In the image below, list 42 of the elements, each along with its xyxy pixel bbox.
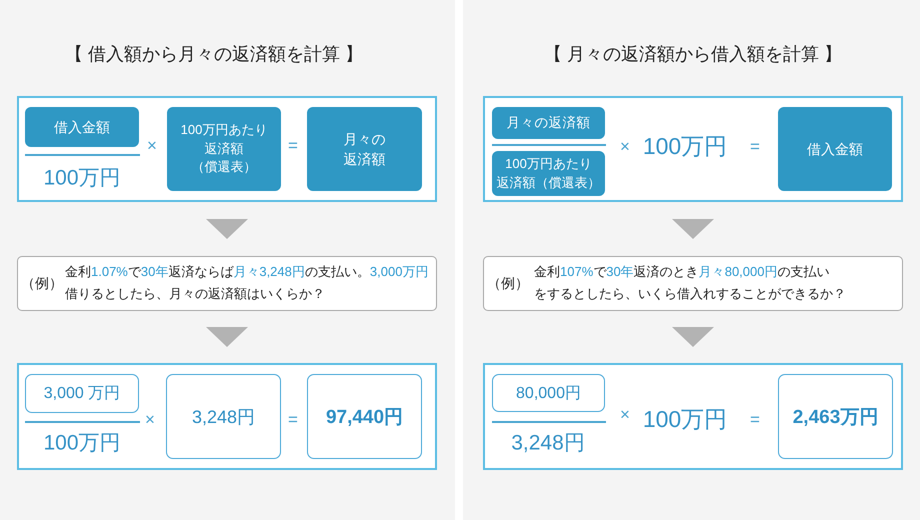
heading: 【 借入額から月々の返済額を計算 】 [65,44,363,66]
value-box: 80,000円 [492,374,605,412]
example-box [483,256,903,311]
amount-text: 100万円 [642,133,728,161]
amount-text: 3,248円 [511,430,585,456]
multiply-sign: × [145,410,155,430]
example-label: （例） [487,274,529,292]
equals-sign: = [750,136,760,158]
term-box: 借入金額 [25,107,139,147]
equals-sign: = [288,410,298,430]
example-box [17,256,437,311]
value-box: 2,463万円 [778,374,893,459]
term-box: 借入金額 [778,107,892,191]
down-arrow [672,219,714,239]
down-arrow [206,327,248,347]
multiply-sign: × [147,136,157,156]
equals-sign: = [288,136,298,156]
value-box: 3,000 万円 [25,374,139,413]
amount-text: 100万円 [43,430,121,456]
example-label: （例） [21,274,63,292]
down-arrow [206,219,248,239]
multiply-sign: × [620,404,630,426]
column-panel [0,0,455,520]
amount-text: 100万円 [43,165,121,191]
formula-panel [483,363,903,470]
amount-text: 100万円 [642,406,728,434]
term-box: 100万円あたり返済額（償還表） [167,107,281,191]
column-panel [463,0,920,520]
term-box: 100万円あたり返済額（償還表） [492,151,605,196]
down-arrow [672,327,714,347]
heading: 【 月々の返済額から借入額を計算 】 [544,44,842,66]
equals-sign: = [750,410,760,430]
multiply-sign: × [620,136,630,158]
term-box: 月々の返済額 [492,107,605,139]
value-box: 3,248円 [166,374,281,459]
example-text: 金利107%で30年返済のとき月々80,000円の支払いをするとしたら、いくら借入れすることができるか？ [534,263,846,303]
value-box: 97,440円 [307,374,422,459]
formula-panel [17,96,437,202]
term-box: 月々の返済額 [307,107,422,191]
formula-panel [17,363,437,470]
formula-panel [483,96,903,202]
example-text: 金利1.07%で30年返済ならば月々3,248円の支払い。3,000万円借りるとしたら、月々の返済額はいくらか？ [65,263,428,303]
